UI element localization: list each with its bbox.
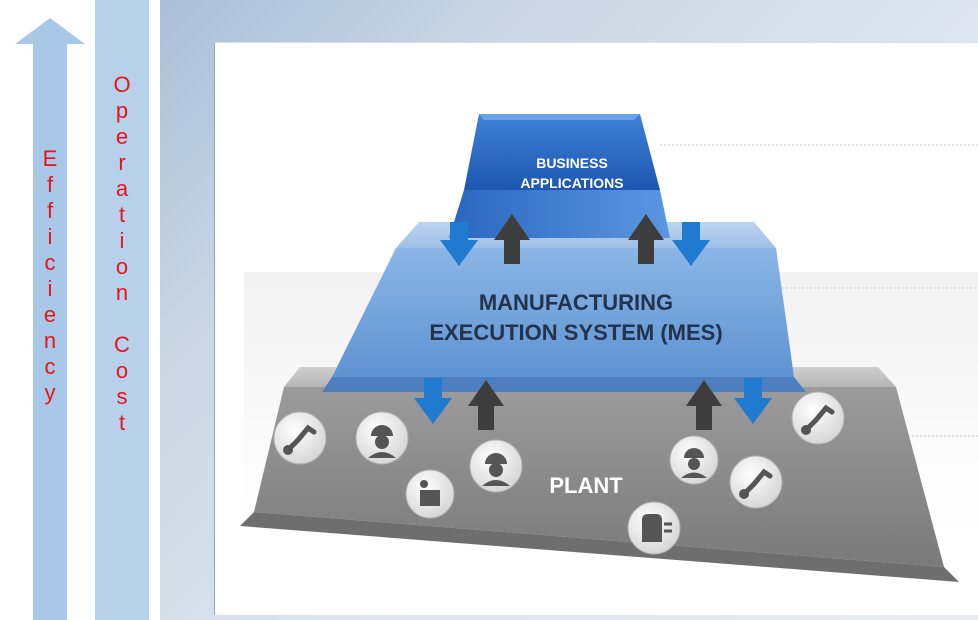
furnace-icon	[627, 501, 681, 555]
cost-letter: o	[115, 358, 129, 383]
cost-letter: s	[116, 384, 128, 409]
business-label-line-2: APPLICATIONS	[520, 175, 623, 191]
robot-arm-icon	[273, 411, 327, 465]
arrow-up-3	[468, 380, 504, 430]
operation-letter: r	[118, 150, 126, 175]
arrow-down-4	[734, 378, 772, 424]
mes-label-line-2: EXECUTION SYSTEM (MES)	[429, 320, 722, 345]
arrow-up-2	[628, 214, 664, 264]
mes-label-line-1: MANUFACTURING	[479, 290, 673, 315]
efficiency-letter: E	[42, 146, 58, 171]
cost-letter: t	[118, 410, 126, 435]
efficiency-letter: y	[44, 380, 56, 405]
operation-letter: p	[115, 98, 129, 123]
plant-label: PLANT	[549, 473, 623, 498]
operation-letter: i	[119, 228, 125, 253]
operation-letter: n	[115, 280, 129, 305]
up-arrow-icon	[15, 18, 85, 620]
worker-icon	[355, 411, 409, 465]
arrow-down-1	[440, 222, 478, 266]
operator-panel-icon	[405, 469, 455, 519]
worker-icon	[669, 435, 719, 485]
operation-letter: o	[115, 254, 129, 279]
efficiency-letter: f	[46, 198, 54, 223]
arrow-down-2	[672, 222, 710, 266]
robot-arm-icon	[729, 455, 783, 509]
efficiency-letter: n	[43, 328, 57, 353]
efficiency-letter: i	[47, 276, 53, 301]
operation-letter: e	[115, 124, 129, 149]
efficiency-letter: c	[44, 354, 56, 379]
robot-arm-icon	[791, 391, 845, 445]
mes-pyramid-diagram: BUSINESS APPLICATIONS MANUFACTURING EXEC…	[240, 114, 978, 582]
word-gap	[95, 306, 149, 332]
worker-icon	[469, 439, 523, 493]
efficiency-letter: c	[44, 250, 56, 275]
arrow-down-3	[414, 378, 452, 424]
arrow-up-1	[494, 214, 530, 264]
operation-letter: a	[115, 176, 129, 201]
efficiency-letter: i	[47, 224, 53, 249]
business-label-line-1: BUSINESS	[536, 155, 608, 171]
efficiency-letter: f	[46, 172, 54, 197]
cost-letter: C	[114, 332, 130, 357]
arrow-up-4	[686, 380, 722, 430]
operation-letter: O	[113, 72, 131, 97]
operation-letter: t	[118, 202, 126, 227]
efficiency-letter: e	[43, 302, 57, 327]
